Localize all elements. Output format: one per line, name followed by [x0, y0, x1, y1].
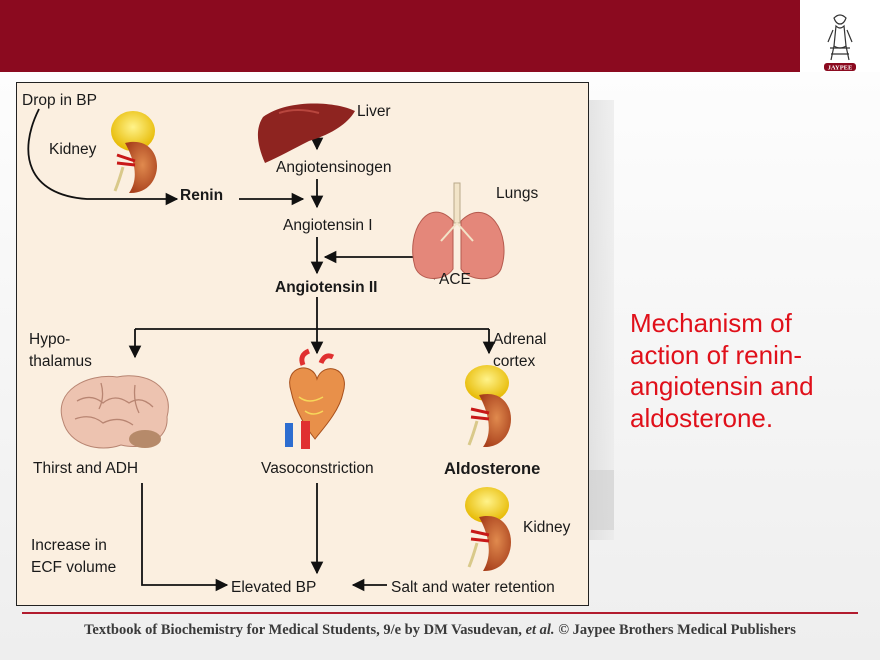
label-kidney-top: Kidney: [49, 141, 97, 158]
footer-text-italic: et al.: [525, 622, 555, 638]
background-panel: [588, 100, 614, 540]
caption-line-1: Mechanism of: [630, 308, 792, 338]
caption-line-3: angiotensin and: [630, 371, 814, 402]
caption-line-2: action of renin-: [630, 339, 802, 370]
kidney-bottom-icon: [465, 487, 512, 572]
header-bar: [0, 0, 800, 72]
footer-citation: Textbook of Biochemistry for Medical Stu…: [0, 622, 880, 639]
label-thirst-adh: Thirst and ADH: [33, 460, 139, 477]
diagram-graphics: [27, 103, 512, 592]
footer-rule: [22, 612, 858, 614]
label-adrenal-1: Adrenal: [493, 331, 547, 348]
arrow-thirst-to-bp: [141, 483, 229, 592]
label-adrenal-2: cortex: [493, 353, 536, 370]
label-angiotensin-2: Angiotensin II: [275, 279, 378, 296]
label-drop-in-bp: Drop in BP: [22, 92, 97, 109]
label-lungs: Lungs: [496, 185, 539, 202]
kidney-top-icon: [111, 111, 158, 194]
arrow-drop-to-renin: [27, 108, 179, 206]
label-liver: Liver: [357, 103, 391, 120]
background-panel-shadow: [588, 470, 614, 530]
label-hypothalamus-1: Hypo-: [29, 331, 71, 348]
footer-text-end: © Jaypee Brothers Medical Publishers: [554, 622, 796, 638]
lungs-icon: [412, 182, 505, 280]
slide-caption: Mechanism of action of renin- angiotensi…: [630, 308, 870, 435]
label-aldosterone: Aldosterone: [444, 460, 541, 478]
label-hypothalamus-2: thalamus: [29, 353, 92, 370]
label-angiotensinogen: Angiotensinogen: [276, 159, 392, 176]
jaypee-logo-icon: JAYPEE: [824, 14, 856, 72]
liver-icon: [257, 103, 355, 163]
label-salt-water: Salt and water retention: [391, 579, 555, 596]
label-ecf-1: Increase in: [31, 537, 107, 554]
adrenal-kidney-icon: [465, 365, 512, 448]
branch-line: [135, 297, 489, 330]
label-vasoconstriction: Vasoconstriction: [261, 460, 374, 477]
label-kidney-bottom: Kidney: [523, 519, 571, 536]
label-renin: Renin: [180, 187, 224, 204]
label-elevated-bp: Elevated BP: [231, 579, 317, 596]
brain-icon: [60, 375, 169, 449]
logo-text: JAYPEE: [828, 65, 853, 72]
raas-diagram: Drop in BP Kidney Renin Liver Angiotensi…: [16, 82, 589, 606]
label-ace: ACE: [439, 271, 471, 288]
publisher-logo: JAYPEE: [800, 0, 880, 72]
footer-text-main: Textbook of Biochemistry for Medical Stu…: [84, 622, 526, 638]
label-angiotensin-1: Angiotensin I: [283, 217, 373, 234]
heart-icon: [285, 348, 345, 449]
label-ecf-2: ECF volume: [31, 559, 117, 576]
caption-line-4: aldosterone.: [630, 403, 774, 434]
